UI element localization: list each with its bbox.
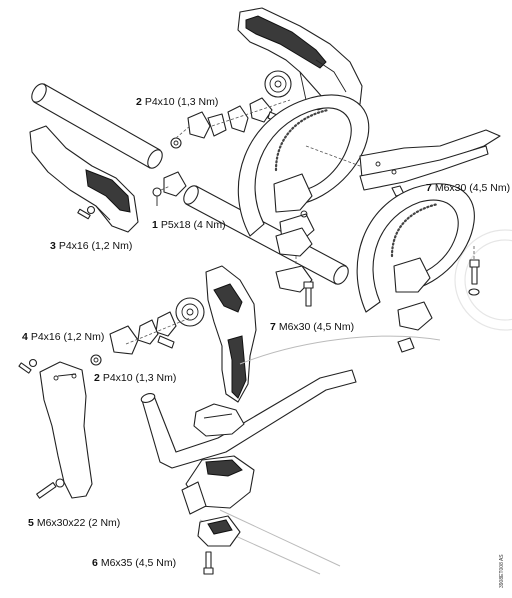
screw-m6x30-right (468, 246, 480, 296)
handlebar-clamp-lower (181, 455, 255, 515)
barrier-bracket (305, 129, 501, 197)
bottom-clamp-piece (197, 515, 241, 547)
watermark-seal (454, 229, 512, 331)
loop-handle-lower (356, 183, 475, 353)
screw-p4x16-lower (18, 358, 38, 374)
top-handle-half (29, 125, 139, 233)
screw-p4x16-top (77, 205, 96, 220)
screw-m6x30-mid (303, 281, 314, 307)
screw-p4x10-lower (90, 354, 102, 366)
handlebar (140, 369, 357, 469)
handlebar-clamp-upper (193, 403, 245, 437)
lower-handle-half (39, 361, 93, 499)
screw-m6x30x22 (36, 478, 65, 499)
lower-switch-parts (109, 297, 205, 355)
lower-handle-housing (205, 265, 257, 403)
clamp-p5x18 (152, 171, 187, 206)
middle-tube (183, 185, 349, 285)
top-handle-housing (237, 7, 363, 113)
reference-code: 3908ET008 AS (499, 554, 505, 588)
screw-m6x35 (203, 551, 214, 575)
control-tube (31, 83, 163, 169)
screw-p4x10-top (170, 125, 191, 149)
